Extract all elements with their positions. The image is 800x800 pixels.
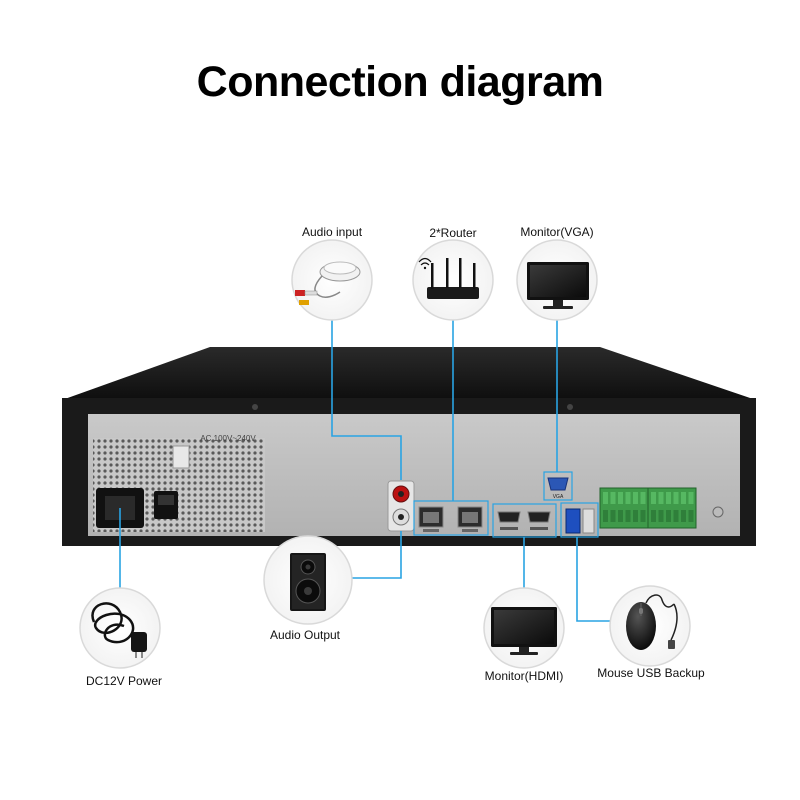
circle-audio-output bbox=[263, 535, 353, 625]
terminal-slot bbox=[640, 492, 646, 504]
line-audio-input bbox=[331, 320, 402, 480]
line-audio-output bbox=[352, 531, 402, 579]
terminal-slot bbox=[603, 492, 608, 504]
circle-audio-input bbox=[291, 239, 373, 321]
circle-monitor-vga bbox=[516, 239, 598, 321]
lan-ports bbox=[413, 500, 489, 536]
usb-ports bbox=[560, 502, 599, 538]
power-rating-label: AC 100V~240V bbox=[200, 434, 256, 443]
page-title: Connection diagram bbox=[196, 58, 604, 106]
hdmi-monitor-icon bbox=[491, 607, 557, 655]
vga-port: VGA bbox=[543, 471, 573, 501]
label-audio-input: Audio input bbox=[301, 225, 363, 239]
power-cord-icon bbox=[91, 602, 147, 658]
terminal-slot bbox=[673, 510, 679, 522]
terminal-slot bbox=[651, 510, 656, 522]
terminal-slot bbox=[688, 510, 694, 522]
terminal-slot bbox=[681, 510, 686, 522]
label-router: 2*Router bbox=[429, 226, 477, 240]
terminal-slot bbox=[618, 510, 623, 522]
circle-monitor-hdmi bbox=[483, 587, 565, 669]
terminal-slot bbox=[651, 492, 656, 504]
terminal-slot bbox=[603, 510, 608, 522]
circle-mouse bbox=[609, 585, 691, 667]
terminal-slot bbox=[666, 510, 671, 522]
label-audio-output: Audio Output bbox=[269, 628, 341, 642]
circle-power bbox=[79, 587, 161, 669]
vga-monitor-icon bbox=[527, 262, 589, 309]
line-usb bbox=[576, 537, 610, 622]
label-mouse-usb: Mouse USB Backup bbox=[597, 666, 705, 680]
terminal-slot bbox=[610, 492, 616, 504]
microphone-icon bbox=[295, 261, 361, 305]
label-monitor-vga: Monitor(VGA) bbox=[520, 225, 594, 239]
terminal-slot bbox=[658, 510, 664, 522]
label-monitor-hdmi: Monitor(HDMI) bbox=[484, 669, 564, 683]
terminal-slot bbox=[633, 510, 638, 522]
alarm-terminals bbox=[599, 487, 697, 529]
terminal-slot bbox=[618, 492, 623, 504]
terminal-slot bbox=[625, 510, 631, 522]
terminal-slot bbox=[673, 492, 679, 504]
terminal-slot bbox=[658, 492, 664, 504]
terminal-slot bbox=[681, 492, 686, 504]
terminal-slot bbox=[640, 510, 646, 522]
vga-tag: VGA bbox=[553, 494, 564, 500]
connector-lines bbox=[119, 320, 610, 622]
terminal-slot bbox=[688, 492, 694, 504]
mouse-icon bbox=[626, 594, 678, 650]
circle-router bbox=[412, 239, 494, 321]
label-dc-power: DC12V Power bbox=[85, 674, 163, 688]
terminal-slot bbox=[610, 510, 616, 522]
rca-jacks bbox=[387, 480, 415, 532]
nvr-device: AC 100V~240V bbox=[62, 347, 756, 546]
terminal-slot bbox=[666, 492, 671, 504]
speaker-icon bbox=[290, 553, 326, 611]
terminal-slot bbox=[625, 492, 631, 504]
terminal-slot bbox=[633, 492, 638, 504]
chassis-top bbox=[62, 347, 756, 400]
router-icon bbox=[418, 257, 479, 299]
